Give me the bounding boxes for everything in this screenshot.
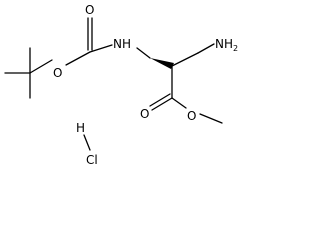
atom-nh2: NH2 xyxy=(215,37,238,53)
bond-ch2-to-nh2 xyxy=(197,43,215,54)
bond-oxygen-to-boc-carbon xyxy=(65,51,91,66)
atom-methoxy-oxygen: O xyxy=(187,109,196,123)
bond-alpha-to-ch2 xyxy=(171,52,199,67)
bond-nh-to-alpha-carbon xyxy=(136,47,151,59)
bond-ester-carbonyl-a xyxy=(151,97,173,111)
atom-chlorine: Cl xyxy=(86,153,98,167)
atom-boc-ester-oxygen: O xyxy=(53,66,62,80)
atom-boc-carbonyl-oxygen: O xyxy=(85,3,94,17)
bond-tbu-to-oxygen xyxy=(29,59,53,74)
bond-ester-carbon-to-oxygen xyxy=(171,97,187,109)
bond-boc-carbon-to-nh xyxy=(89,44,113,53)
atom-hydrogen: H xyxy=(76,121,85,135)
bond-ester-carbonyl-b xyxy=(149,93,171,107)
bond-h-cl xyxy=(83,134,91,151)
bond-oxygen-to-methyl xyxy=(199,113,223,124)
wedge-bond-alpha-carbon xyxy=(150,58,174,69)
atom-ester-carbonyl-oxygen: O xyxy=(140,107,149,121)
atom-nh: NH xyxy=(113,37,131,51)
structural-formula: O O NH NH2 O O H Cl xyxy=(4,3,238,167)
